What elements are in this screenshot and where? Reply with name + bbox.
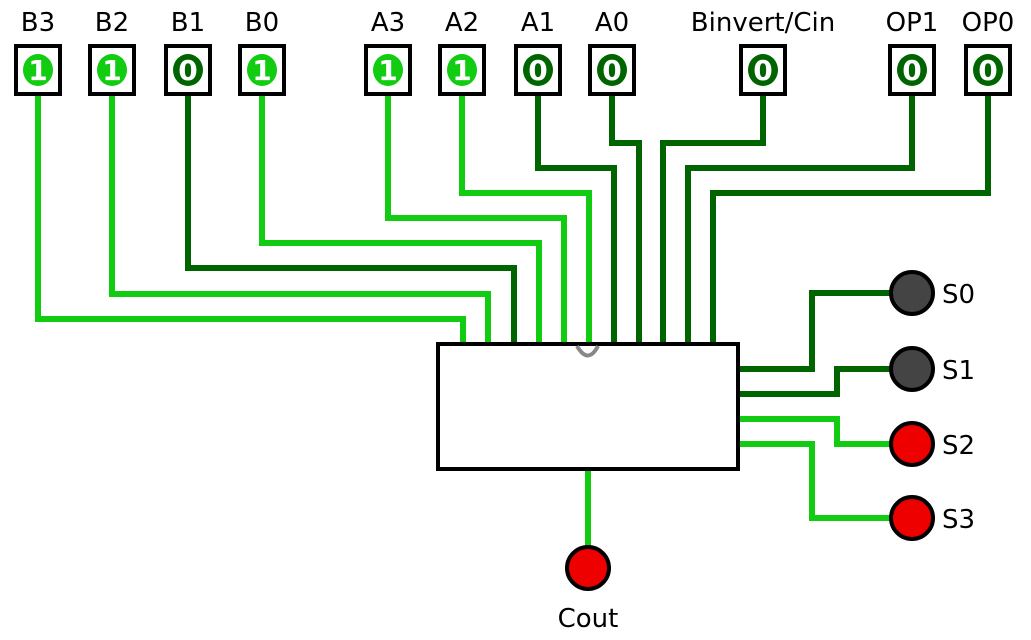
switch-indicator-b2 <box>97 54 127 86</box>
wire-s1 <box>736 366 912 397</box>
led-lamp-s0 <box>889 270 935 316</box>
output-led-cout: Cout <box>558 545 619 634</box>
switch-value-a3: 1 <box>378 54 397 87</box>
input-switch-op1[interactable]: OP1 0 <box>886 8 939 96</box>
output-led-s2: S2 <box>889 421 975 467</box>
switch-indicator-a0 <box>597 54 627 86</box>
wire-b3 <box>35 94 466 346</box>
wire-s2 <box>736 416 912 447</box>
input-switch-a3[interactable]: A3 1 <box>364 8 412 96</box>
wire-op1 <box>685 94 915 346</box>
led-lamp-cout <box>565 545 611 591</box>
wire-binvert-cin <box>660 94 766 346</box>
switch-value-b0: 1 <box>252 54 271 87</box>
input-switch-a2[interactable]: A2 1 <box>438 8 486 96</box>
switch-value-a2: 1 <box>452 54 471 87</box>
switch-indicator-op0 <box>973 54 1003 86</box>
wire-a2 <box>459 94 592 344</box>
switch-indicator-b1 <box>173 54 203 86</box>
switch-value-op1: 0 <box>902 54 921 87</box>
switch-value-b3: 1 <box>28 54 47 87</box>
switch-value-a0: 0 <box>602 54 621 87</box>
input-switch-b2[interactable]: B2 1 <box>88 8 136 96</box>
switch-value-op0: 0 <box>978 54 997 87</box>
switch-value-binvert-cin: 0 <box>753 54 772 87</box>
switch-indicator-a2 <box>447 54 477 86</box>
input-switch-binvert-cin[interactable]: Binvert/Cin 0 <box>691 8 835 96</box>
input-switch-op0[interactable]: OP0 0 <box>962 8 1015 96</box>
led-lamp-s3 <box>889 495 935 541</box>
input-label-binvert-cin: Binvert/Cin <box>691 8 835 38</box>
switch-value-b1: 0 <box>178 54 197 87</box>
wire-op0 <box>710 94 991 346</box>
switch-indicator-b0 <box>247 54 277 86</box>
output-label-s3: S3 <box>942 505 975 535</box>
input-label-b2: B2 <box>95 8 129 38</box>
input-label-a1: A1 <box>521 8 555 38</box>
wires <box>35 94 991 560</box>
output-label-s0: S0 <box>942 280 975 310</box>
alu-block <box>436 342 740 471</box>
input-label-op0: OP0 <box>962 8 1015 38</box>
switch-indicator-b3 <box>23 54 53 86</box>
input-label-op1: OP1 <box>886 8 939 38</box>
wire-b2 <box>109 94 491 346</box>
output-label-s1: S1 <box>942 356 975 386</box>
input-label-a0: A0 <box>595 8 629 38</box>
input-label-a2: A2 <box>445 8 479 38</box>
switch-indicator-a1 <box>523 54 553 86</box>
wire-s0 <box>736 290 912 372</box>
wire-a3 <box>385 94 567 346</box>
input-switch-b1[interactable]: B1 0 <box>164 8 212 96</box>
switch-indicator-a3 <box>373 54 403 86</box>
wire-a1 <box>535 94 617 346</box>
input-label-b0: B0 <box>245 8 279 38</box>
output-led-s3: S3 <box>889 495 975 541</box>
output-led-s0: S0 <box>889 270 975 316</box>
output-label-cout: Cout <box>558 604 619 634</box>
input-switch-b3[interactable]: B3 1 <box>14 8 62 96</box>
wire-a0 <box>609 94 642 346</box>
input-switch-a1[interactable]: A1 0 <box>514 8 562 96</box>
input-switch-b0[interactable]: B0 1 <box>238 8 286 96</box>
wire-s3 <box>736 441 912 521</box>
switch-indicator-binvert-cin <box>748 54 778 86</box>
switch-value-b2: 1 <box>102 54 121 87</box>
switch-indicator-op1 <box>897 54 927 86</box>
output-label-s2: S2 <box>942 431 975 461</box>
led-lamp-s2 <box>889 421 935 467</box>
input-label-a3: A3 <box>371 8 405 38</box>
input-label-b1: B1 <box>171 8 205 38</box>
unconnected-pin-marker <box>575 344 600 358</box>
input-switch-a0[interactable]: A0 0 <box>588 8 636 96</box>
switch-value-a1: 0 <box>528 54 547 87</box>
wire-b0 <box>259 94 542 346</box>
input-label-b3: B3 <box>21 8 55 38</box>
led-lamp-s1 <box>889 346 935 392</box>
wire-b1 <box>185 94 517 346</box>
output-led-s1: S1 <box>889 346 975 392</box>
